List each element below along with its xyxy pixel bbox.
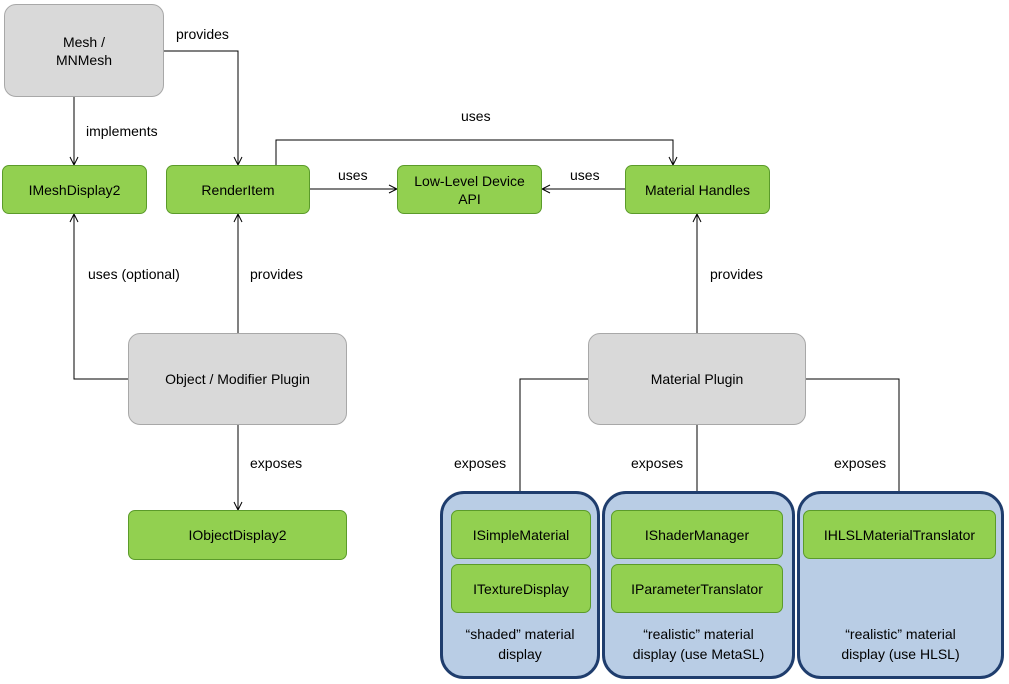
label-mesh-provides: provides — [176, 26, 229, 42]
edge-material-exposes-simple — [520, 378, 588, 510]
node-iparametertranslator: IParameterTranslator — [611, 564, 783, 613]
node-imeshdisplay2: IMeshDisplay2 — [2, 165, 147, 214]
node-lowlevel-device-api: Low-Level Device API — [397, 165, 542, 214]
label-renderitem-uses-lowlevel: uses — [338, 167, 368, 183]
edge-renderitem-uses-material-handles — [275, 139, 673, 165]
label-object-exposes: exposes — [250, 455, 303, 471]
caption-realistic-hlsl: “realistic” material display (use HLSL) — [841, 626, 960, 662]
node-mesh: Mesh / MNMesh — [4, 4, 164, 97]
edge-mesh-provides-renderitem — [164, 50, 238, 165]
node-isimplematerial: ISimpleMaterial — [451, 510, 591, 559]
caption-shaded-material: “shaded” material display — [465, 626, 575, 662]
node-renderitem: RenderItem — [166, 165, 310, 214]
caption-realistic-metasl: “realistic” material display (use MetaSL… — [632, 626, 765, 662]
node-ishadermanager: IShaderManager — [611, 510, 783, 559]
label-renderitem-uses-material: uses — [461, 108, 491, 124]
edge-material-exposes-hlsl — [806, 378, 899, 510]
node-material-handles: Material Handles — [625, 165, 770, 214]
node-ihlslmaterialtranslator: IHLSLMaterialTranslator — [803, 510, 996, 559]
edge-object-uses-imeshdisplay2 — [74, 214, 128, 380]
label-material-provides: provides — [710, 266, 763, 282]
label-mesh-implements: implements — [86, 123, 158, 139]
node-material-plugin: Material Plugin — [588, 333, 806, 425]
node-object-modifier-plugin: Object / Modifier Plugin — [128, 333, 347, 425]
label-object-provides: provides — [250, 266, 303, 282]
label-material-exposes-simple: exposes — [454, 455, 507, 471]
label-material-uses-lowlevel: uses — [570, 167, 600, 183]
node-iobjectdisplay2: IObjectDisplay2 — [128, 510, 347, 560]
label-material-exposes-metasl: exposes — [631, 455, 684, 471]
label-object-uses-optional: uses (optional) — [88, 266, 180, 282]
node-itexturedisplay: ITextureDisplay — [451, 564, 591, 613]
label-material-exposes-hlsl: exposes — [834, 455, 887, 471]
